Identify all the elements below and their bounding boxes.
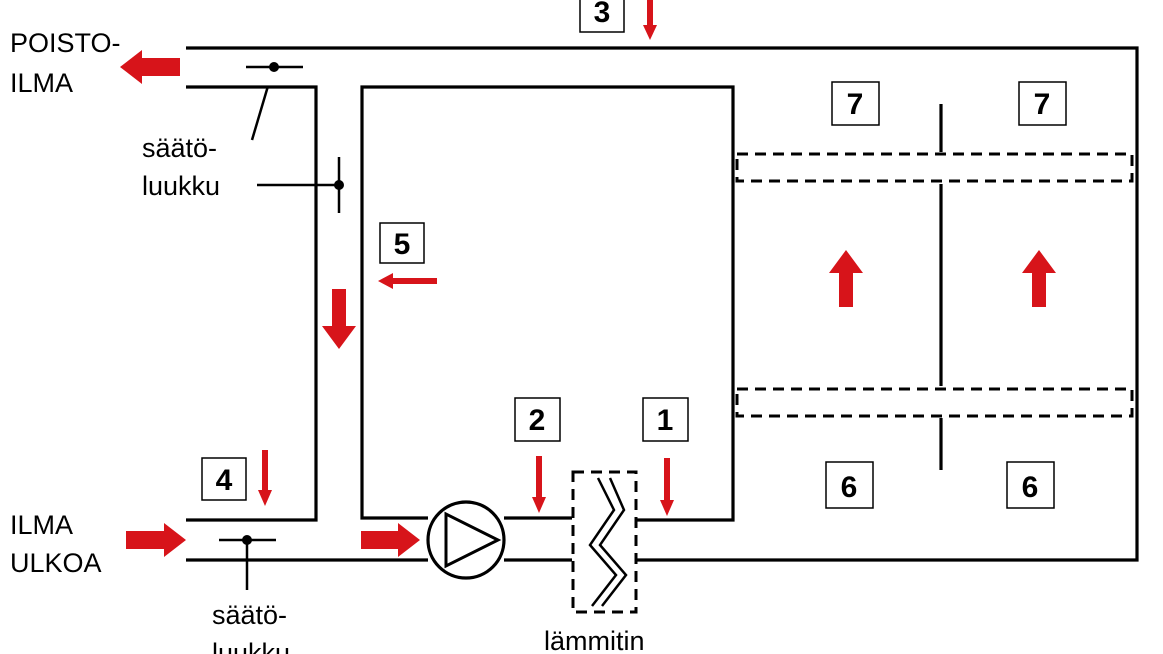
marker-1: 1 xyxy=(642,397,689,442)
arrow-left-thin-icon xyxy=(378,273,437,289)
damper-exhaust xyxy=(246,62,303,141)
heater-coil-inner xyxy=(598,477,628,607)
bypass-duct xyxy=(186,85,318,522)
marker-6-right-text: 6 xyxy=(1022,471,1039,504)
marker-7-right: 7 xyxy=(1018,81,1067,126)
marker-4: 4 xyxy=(201,457,247,501)
supply-fan xyxy=(426,500,506,580)
arrow-down-thin-icon xyxy=(660,458,674,516)
heater-coil xyxy=(588,477,618,607)
marker-5: 5 xyxy=(379,222,425,264)
room-boundaries xyxy=(735,152,1134,418)
marker-6-left: 6 xyxy=(825,461,874,509)
outdoor-label-line2: ULKOA xyxy=(10,548,102,578)
marker-3: 3 xyxy=(579,0,625,33)
heater-casing xyxy=(571,470,638,614)
marker-6-right: 6 xyxy=(1006,461,1055,509)
arrow-down-icon xyxy=(322,289,356,349)
marker-1-text: 1 xyxy=(657,404,674,437)
arrow-up-icon xyxy=(1022,250,1056,307)
arrow-down-thin-icon xyxy=(258,450,272,506)
marker-3-text: 3 xyxy=(594,0,611,29)
marker-2-text: 2 xyxy=(529,404,546,437)
arrow-up-icon xyxy=(829,250,863,307)
damper-bottom-label-line1: säätö- xyxy=(212,600,287,630)
arrow-down-thin-icon xyxy=(532,456,546,513)
marker-4-text: 4 xyxy=(216,464,233,497)
marker-7-right-text: 7 xyxy=(1034,88,1051,121)
arrow-right-icon xyxy=(361,523,420,557)
damper-top-label-line2: luukku xyxy=(142,171,220,201)
duct-network xyxy=(186,46,1139,562)
fan-circle-icon xyxy=(426,500,506,580)
return-air-duct xyxy=(186,46,1139,562)
fan-triangle-icon xyxy=(444,511,502,569)
marker-5-text: 5 xyxy=(394,228,411,261)
arrow-left-icon xyxy=(120,50,180,84)
damper-outdoor xyxy=(219,535,276,590)
heater-label: lämmitin xyxy=(544,626,645,654)
marker-7-left-text: 7 xyxy=(847,88,864,121)
ceiling-boundary xyxy=(735,152,1134,183)
marker-7-left: 7 xyxy=(831,81,880,126)
outdoor-label-line1: ILMA xyxy=(10,510,73,540)
heater xyxy=(571,470,638,614)
exhaust-label-line1: POISTO- xyxy=(10,28,121,58)
marker-6-left-text: 6 xyxy=(841,471,858,504)
arrow-down-thin-icon xyxy=(643,0,657,40)
damper-top-label-line1: säätö- xyxy=(142,133,217,163)
damper-bypass xyxy=(257,157,344,213)
airflow-arrows xyxy=(120,0,1056,557)
floor-boundary xyxy=(735,387,1134,418)
mixing-duct xyxy=(360,85,735,522)
damper-leader-line xyxy=(250,85,270,141)
exhaust-label-line2: ILMA xyxy=(10,68,73,98)
marker-2: 2 xyxy=(514,397,561,442)
damper-bottom-label-line2: luukku xyxy=(212,638,290,654)
damper-pivot-icon xyxy=(269,62,279,72)
arrow-right-icon xyxy=(126,523,186,557)
